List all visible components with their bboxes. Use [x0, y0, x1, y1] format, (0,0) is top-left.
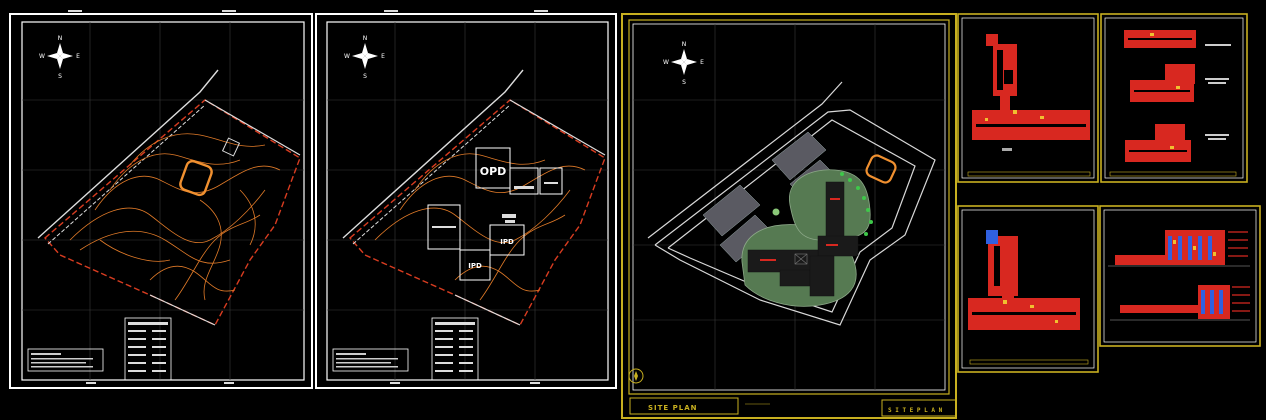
- site-plan-title-right: S I T E P L A N: [888, 407, 943, 414]
- sheet-floor-plan-1: [957, 13, 1099, 183]
- side-elevation: [1110, 285, 1250, 321]
- contour-lines: [69, 133, 281, 301]
- zone-label-ipd-2: IPD: [468, 262, 482, 270]
- north-arrow: N W E S: [344, 35, 385, 80]
- compass-s: S: [58, 73, 62, 80]
- zone-admin: [509, 167, 539, 195]
- sheet-elevations: [1099, 205, 1261, 347]
- zone-ipd-2: [459, 249, 491, 281]
- pond: [179, 159, 213, 197]
- compass-w: W: [663, 59, 669, 66]
- contour-lines: [374, 153, 586, 301]
- sheet-zoning: N W E S OPD IPD IPD: [315, 13, 617, 389]
- floor-plan-drawing: [968, 236, 1080, 330]
- title-block: [27, 348, 104, 372]
- site-pond: [865, 154, 897, 184]
- compass-w: W: [39, 53, 45, 60]
- sheet-site-plan: N W E S: [621, 13, 957, 419]
- north-arrow: N W E S: [39, 35, 80, 80]
- compass-w: W: [344, 53, 350, 60]
- trees: [840, 172, 873, 236]
- legend-table: [431, 317, 479, 381]
- compass-n: N: [682, 41, 687, 48]
- sheet-contour-survey: N W E S: [9, 13, 313, 389]
- floor-plan-drawings: [1124, 30, 1196, 162]
- site-boundary: [342, 69, 606, 326]
- compass-s: S: [682, 79, 686, 86]
- legend-table: [124, 317, 172, 381]
- zone-label-opd: OPD: [480, 165, 507, 178]
- site-boundary: [37, 69, 301, 326]
- zone-label-ipd-1: IPD: [500, 238, 514, 246]
- north-arrow: N W E S: [663, 41, 704, 86]
- title-bar: SITE PLAN S I T E P L A N: [629, 397, 957, 417]
- compass-n: N: [58, 35, 63, 42]
- sheet-floor-plan-3: [957, 205, 1099, 373]
- title-block: [332, 348, 409, 372]
- zone-blocks: [427, 147, 563, 281]
- compass-e: E: [76, 53, 80, 60]
- stair-core: [986, 230, 998, 244]
- compass-n: N: [363, 35, 368, 42]
- zone-ipd-1: [489, 224, 525, 256]
- compass-e: E: [700, 59, 704, 66]
- site-plan-title: SITE PLAN: [648, 404, 698, 412]
- site-roads: [647, 81, 936, 326]
- front-elevation: [1108, 230, 1250, 267]
- compass-e: E: [381, 53, 385, 60]
- sheet-floor-plans-2: [1100, 13, 1248, 183]
- compass-s: S: [363, 73, 367, 80]
